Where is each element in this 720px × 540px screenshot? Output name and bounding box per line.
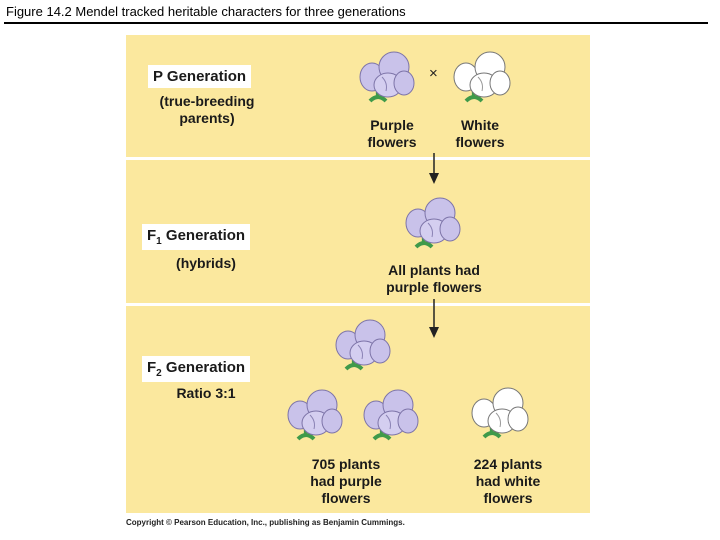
copyright-notice: Copyright © Pearson Education, Inc., pub… bbox=[126, 518, 405, 527]
f2-purple-caption: 705 plants had purple flowers bbox=[310, 456, 382, 506]
band-divider bbox=[126, 157, 590, 160]
purple-flower-icon bbox=[334, 317, 392, 382]
figure-title: Figure 14.2 Mendel tracked heritable cha… bbox=[6, 4, 406, 19]
down-arrow-icon bbox=[428, 153, 440, 190]
diagram-panel: P Generation (true-breeding parents) × P… bbox=[126, 35, 590, 513]
purple-flower-icon bbox=[286, 387, 344, 452]
f1-generation-label: F1 Generation bbox=[142, 224, 251, 250]
f2-ratio-label: Ratio 3:1 bbox=[176, 385, 236, 401]
title-rule bbox=[4, 22, 708, 24]
f1-generation-sublabel: (hybrids) bbox=[176, 255, 236, 271]
white-flower-icon bbox=[452, 49, 512, 114]
purple-flower-icon bbox=[358, 49, 416, 114]
band-divider bbox=[126, 303, 590, 306]
f2-generation-label: F2 Generation bbox=[142, 356, 251, 382]
white-flowers-caption: White flowers bbox=[455, 117, 505, 150]
cross-symbol: × bbox=[429, 65, 438, 82]
p-generation-label: P Generation bbox=[148, 65, 252, 88]
p-generation-band bbox=[126, 35, 590, 157]
f2-white-caption: 224 plants had white flowers bbox=[473, 456, 543, 506]
down-arrow-icon bbox=[428, 299, 440, 344]
f1-caption: All plants had purple flowers bbox=[386, 262, 482, 295]
purple-flowers-caption: Purple flowers bbox=[367, 117, 417, 150]
purple-flower-icon bbox=[362, 387, 420, 452]
purple-flower-icon bbox=[404, 195, 462, 260]
p-generation-sublabel: (true-breeding parents) bbox=[159, 93, 255, 126]
white-flower-icon bbox=[470, 385, 530, 450]
